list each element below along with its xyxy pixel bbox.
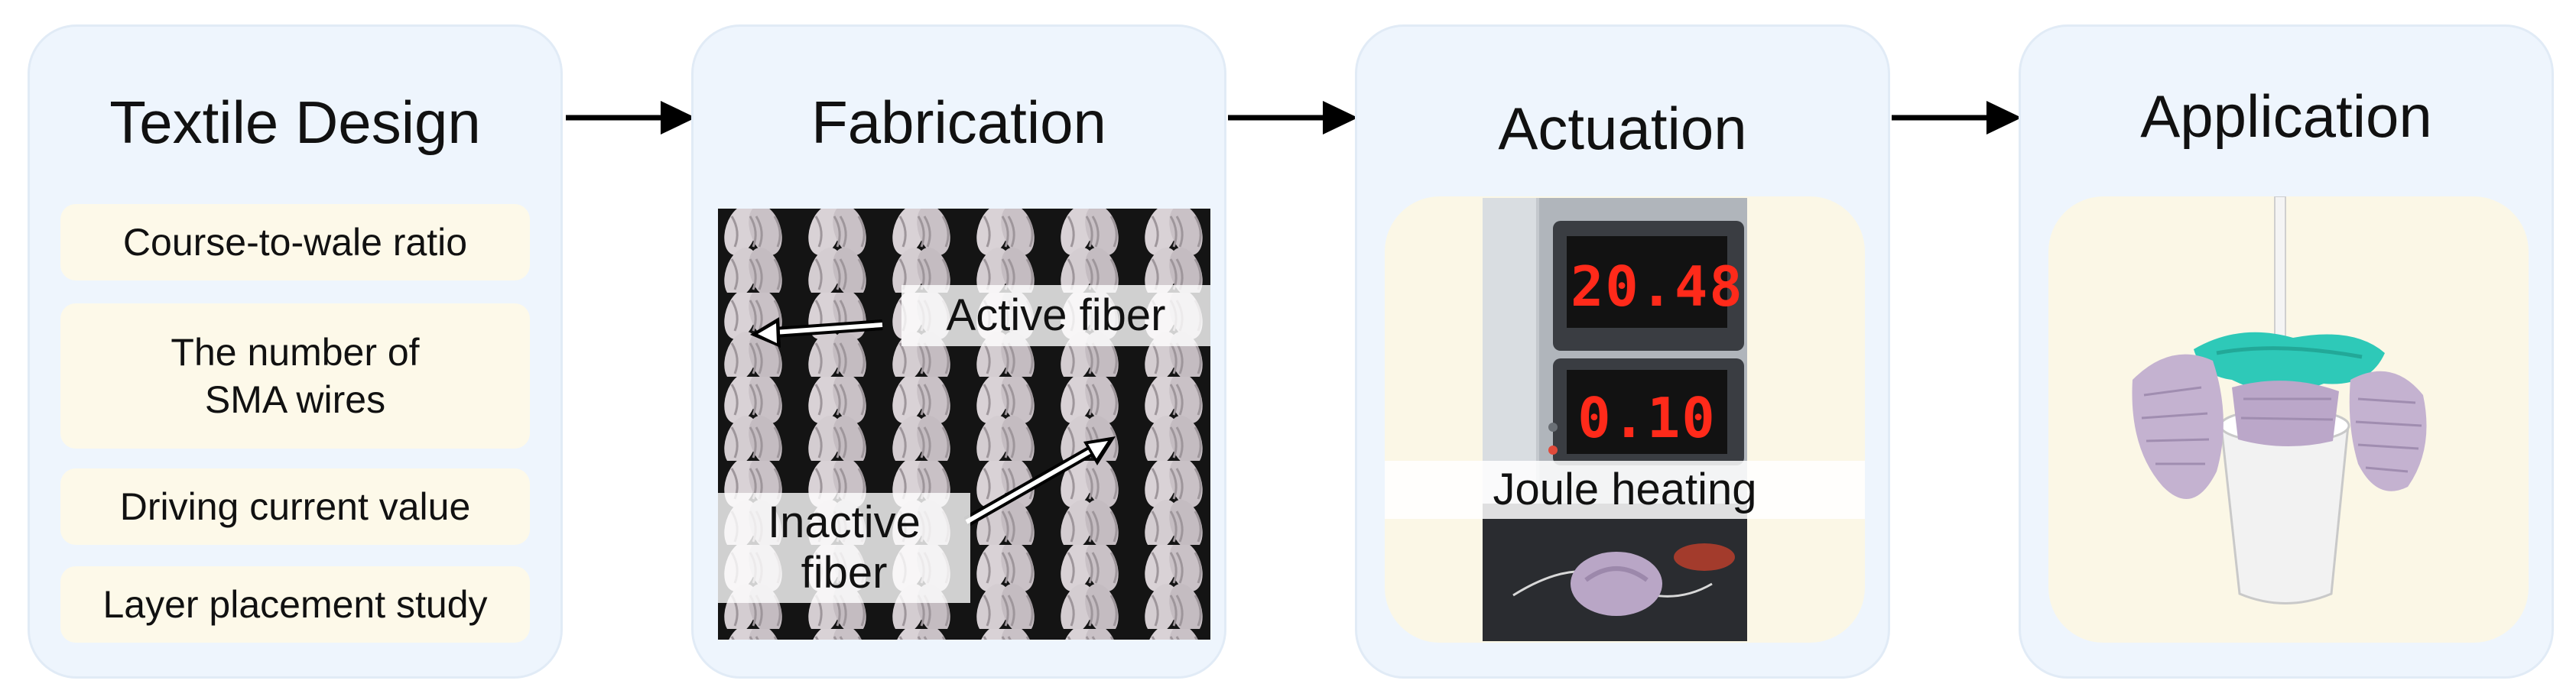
- parameter-text: Layer placement study: [102, 583, 488, 626]
- power-supply-illustration: [1483, 198, 1747, 641]
- stage-panel-application: Application: [2019, 24, 2554, 679]
- gripper-cup-illustration: [2132, 196, 2427, 604]
- parameter-layer-placement-study: Layer placement study: [60, 566, 530, 643]
- parameter-text-line1: The number of: [171, 331, 420, 374]
- power-supply-photo: 20.48 0.10: [1483, 198, 1747, 641]
- flow-arrow-1: [566, 101, 696, 134]
- parameter-course-to-wale-ratio: Course-to-wale ratio: [60, 204, 530, 280]
- active-fiber-label: Active fiber: [901, 285, 1210, 346]
- stage-title-application: Application: [2140, 83, 2432, 150]
- display-current: 0.10: [1577, 386, 1717, 450]
- flow-arrow-2: [1228, 101, 1358, 134]
- joule-heating-label: Joule heating: [1385, 461, 1865, 519]
- stage-title-textile-design: Textile Design: [109, 89, 481, 156]
- parameter-driving-current-value: Driving current value: [60, 468, 530, 545]
- parameter-number-of-sma-wires: The number of SMA wires: [60, 303, 530, 449]
- active-fiber-arrow: [750, 317, 883, 348]
- stage-panel-textile-design: Textile Design Course-to-wale ratio The …: [28, 24, 563, 679]
- parameter-text-line2: SMA wires: [204, 378, 386, 421]
- knit-fabric-photo: Active fiber Inactive fiber: [718, 209, 1210, 640]
- stage-panel-fabrication: Fabrication: [691, 24, 1226, 679]
- inactive-fiber-label: Inactive fiber: [718, 493, 970, 603]
- inactive-fiber-arrow: [963, 436, 1116, 527]
- parameter-text: Course-to-wale ratio: [122, 221, 468, 264]
- inactive-fiber-label-line1: Inactive: [768, 497, 921, 547]
- display-voltage: 20.48: [1571, 254, 1744, 319]
- stage-title-actuation: Actuation: [1498, 95, 1747, 162]
- stage-title-fabrication: Fabrication: [811, 89, 1106, 156]
- inactive-fiber-label-line2: fiber: [801, 548, 888, 598]
- parameter-text: Driving current value: [119, 485, 471, 528]
- flow-arrow-3: [1892, 101, 2022, 134]
- stage-panel-actuation: Actuation 20.48 0.10 Joule heating: [1355, 24, 1890, 679]
